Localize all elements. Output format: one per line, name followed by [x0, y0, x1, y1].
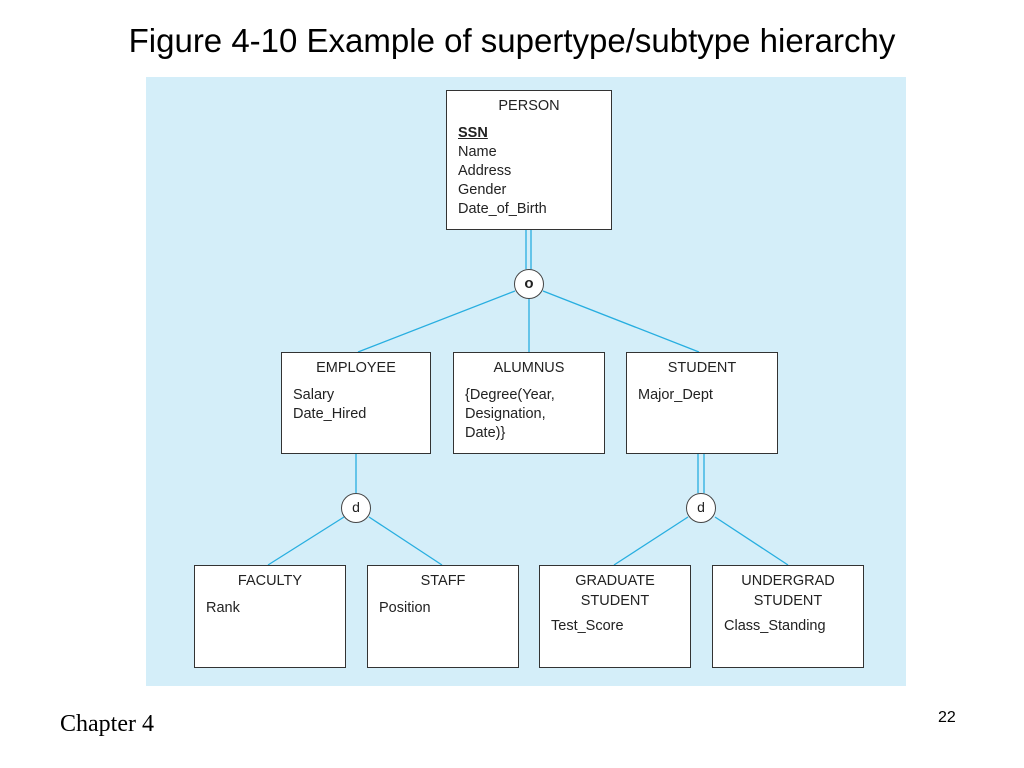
faculty-attribute-list: Rank [195, 599, 345, 618]
undergrad-student-entity-box: UNDERGRAD STUDENT Class_Standing [712, 565, 864, 668]
ssn-key-attribute: SSN [458, 125, 488, 141]
disjoint-to-undergrad-line [714, 516, 789, 566]
student-attribute-list: Major_Dept [627, 386, 777, 405]
gender-attribute: Gender [458, 182, 507, 198]
overlap-to-student-line [542, 290, 700, 353]
disjoint-to-faculty-line [267, 516, 345, 566]
staff-entity-box: STAFF Position [367, 565, 519, 668]
name-attribute: Name [458, 144, 497, 160]
alumnus-attribute-list: {Degree(Year, Designation, Date)} [454, 386, 604, 443]
disjoint-to-staff-line [368, 516, 443, 566]
undergrad-student-attribute-list: Class_Standing [713, 617, 863, 636]
faculty-entity-title: FACULTY [237, 573, 303, 589]
alumnus-entity-title: ALUMNUS [493, 360, 565, 376]
person-entity-title: PERSON [498, 98, 560, 114]
staff-attribute-list: Position [368, 599, 518, 618]
employee-attribute-list: Salary Date_Hired [282, 386, 430, 424]
degree-multivalued-attribute-line3: Date)} [465, 425, 506, 441]
employee-entity-title: EMPLOYEE [316, 360, 396, 376]
rank-attribute: Rank [206, 600, 240, 616]
undergrad-student-title-line2: STUDENT [753, 593, 823, 609]
date-of-birth-attribute: Date_of_Birth [458, 201, 547, 217]
person-attribute-list: SSN Name Address Gender Date_of_Birth [447, 124, 611, 219]
position-attribute: Position [379, 600, 431, 616]
faculty-entity-box: FACULTY Rank [194, 565, 346, 668]
major-dept-attribute: Major_Dept [638, 387, 713, 403]
degree-multivalued-attribute-line1: {Degree(Year, [465, 387, 555, 403]
disjoint-to-graduate-line [613, 516, 689, 566]
graduate-student-title-line1: GRADUATE [575, 573, 655, 589]
student-entity-box: STUDENT Major_Dept [626, 352, 778, 454]
test-score-attribute: Test_Score [551, 618, 624, 634]
undergrad-student-entity-title: UNDERGRAD STUDENT [713, 571, 863, 611]
slide-title: Figure 4-10 Example of supertype/subtype… [128, 22, 896, 59]
date-hired-attribute: Date_Hired [293, 406, 367, 422]
address-attribute: Address [458, 163, 512, 179]
graduate-student-entity-title: GRADUATE STUDENT [540, 571, 690, 611]
employee-entity-box: EMPLOYEE Salary Date_Hired [281, 352, 431, 454]
alumnus-entity-box: ALUMNUS {Degree(Year, Designation, Date)… [453, 352, 605, 454]
class-standing-attribute: Class_Standing [724, 618, 826, 634]
page-number: 22 [938, 709, 956, 726]
overlap-constraint-circle: o [514, 269, 544, 299]
student-entity-title: STUDENT [667, 360, 737, 376]
employee-disjoint-constraint-circle: d [341, 493, 371, 523]
degree-multivalued-attribute-line2: Designation, [465, 406, 546, 422]
graduate-student-attribute-list: Test_Score [540, 617, 690, 636]
graduate-student-entity-box: GRADUATE STUDENT Test_Score [539, 565, 691, 668]
staff-entity-title: STAFF [420, 573, 466, 589]
graduate-student-title-line2: STUDENT [580, 593, 650, 609]
chapter-footer: Chapter 4 [60, 711, 154, 737]
student-disjoint-constraint-circle: d [686, 493, 716, 523]
salary-attribute: Salary [293, 387, 335, 403]
diagram-canvas: PERSON SSN Name Address Gender Date_of_B… [146, 77, 906, 686]
undergrad-student-title-line1: UNDERGRAD [741, 573, 835, 589]
connector-lines [267, 230, 789, 566]
person-entity-box: PERSON SSN Name Address Gender Date_of_B… [446, 90, 612, 230]
overlap-to-employee-line [357, 290, 516, 353]
